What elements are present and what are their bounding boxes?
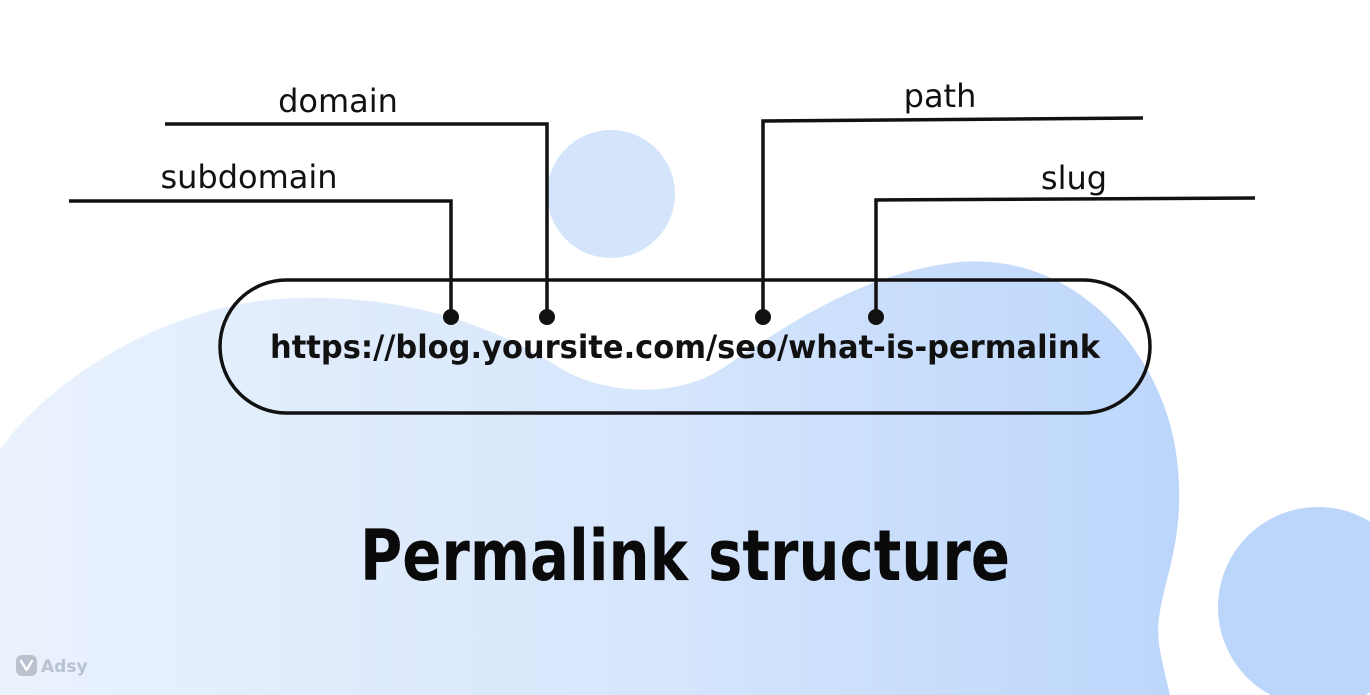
- slug-leader-line: [874, 196, 1256, 317]
- adsy-logo-icon: [16, 655, 37, 676]
- subdomain-label: subdomain: [160, 158, 337, 196]
- background-blob: [0, 261, 1180, 695]
- slug-label: slug: [1041, 159, 1107, 197]
- path-leader-dot: [755, 309, 771, 325]
- subdomain-leader-line: [69, 199, 453, 317]
- brand-name: Adsy: [41, 657, 88, 677]
- url-pill: [218, 278, 1152, 415]
- domain-leader-dot: [539, 309, 555, 325]
- background-decoration: [0, 130, 1370, 695]
- domain-leader-line: [165, 122, 549, 317]
- path-leader-line: [761, 116, 1144, 317]
- path-label: path: [904, 77, 977, 115]
- background-circle-right: [1218, 507, 1370, 695]
- diagram-title: Permalink structure: [360, 515, 1010, 597]
- background-circle-top: [547, 130, 675, 258]
- slug-leader-dot: [868, 309, 884, 325]
- brand-watermark: Adsy: [16, 655, 88, 677]
- subdomain-leader-dot: [443, 309, 459, 325]
- example-url: https://blog.yoursite.com/seo/what-is-pe…: [270, 328, 1101, 366]
- domain-label: domain: [278, 82, 398, 120]
